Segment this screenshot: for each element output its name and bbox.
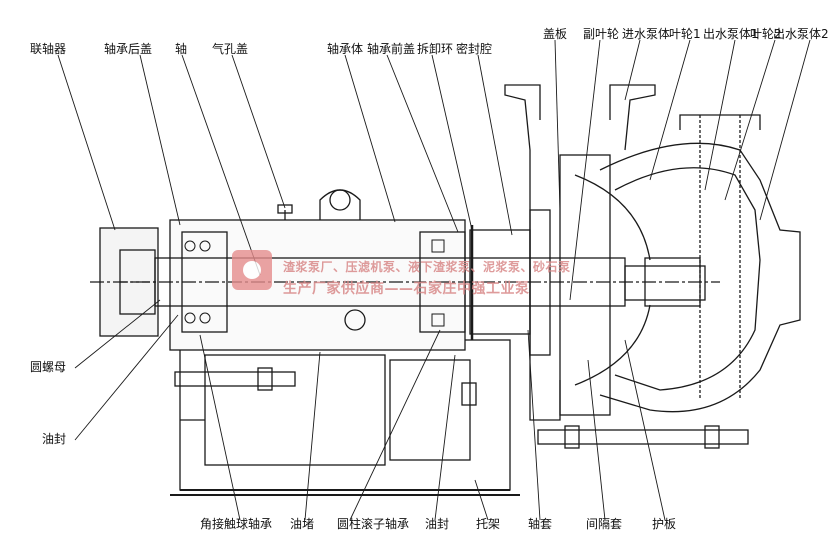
label-removal-ring: 拆卸环 [417,42,454,56]
label-inlet-casing: 进水泵体 [622,27,671,41]
impeller [574,174,701,386]
label-spacer-sleeve: 间隔套 [586,517,623,531]
label-seal-chamber: 密封腔 [456,42,493,56]
label-shaft: 轴 [175,42,188,56]
label-cover-plate: 盖板 [543,27,568,41]
label-round-nut: 圆螺母 [30,360,67,374]
label-oil-seal-left: 油封 [42,432,67,446]
bearings [184,239,445,327]
shaft [90,257,720,307]
label-vent-cover: 气孔盖 [212,42,249,56]
label-bearing-rear-cover: 轴承后盖 [104,42,153,56]
watermark-logo [232,250,272,290]
label-impeller2: 叶轮2 [750,27,782,41]
label-angular-bearing: 角接触球轴承 [200,517,273,531]
label-shaft-sleeve: 轴套 [528,517,553,531]
watermark-line2: 生产厂家供应商——石家庄中强工业泵 [283,281,530,297]
label-oil-plug: 油堵 [290,517,315,531]
label-oil-seal-bottom: 油封 [425,517,450,531]
leader-lines [57,39,811,521]
label-guard-plate: 护板 [652,517,677,531]
label-impeller1: 叶轮1 [669,27,701,41]
bearing-housing [169,189,466,351]
label-coupling: 联轴器 [30,42,67,56]
label-outlet-casing1: 出水泵体1 [703,27,759,41]
label-bearing-front-cover: 轴承前盖 [367,42,416,56]
label-cylindrical-bearing: 圆柱滚子轴承 [337,517,410,531]
label-bearing-body: 轴承体 [327,42,364,56]
label-bracket: 托架 [476,517,501,531]
base-bracket [170,339,520,496]
tie-bolts [174,367,749,449]
watermark-line1: 渣浆泵厂、压滤机泵、液下渣浆泵、泥浆泵、砂石泵 [283,260,571,274]
label-aux-impeller: 副叶轮 [583,27,620,41]
pump-casing [504,84,801,421]
label-outlet-casing2: 出水泵体2 [773,27,829,41]
